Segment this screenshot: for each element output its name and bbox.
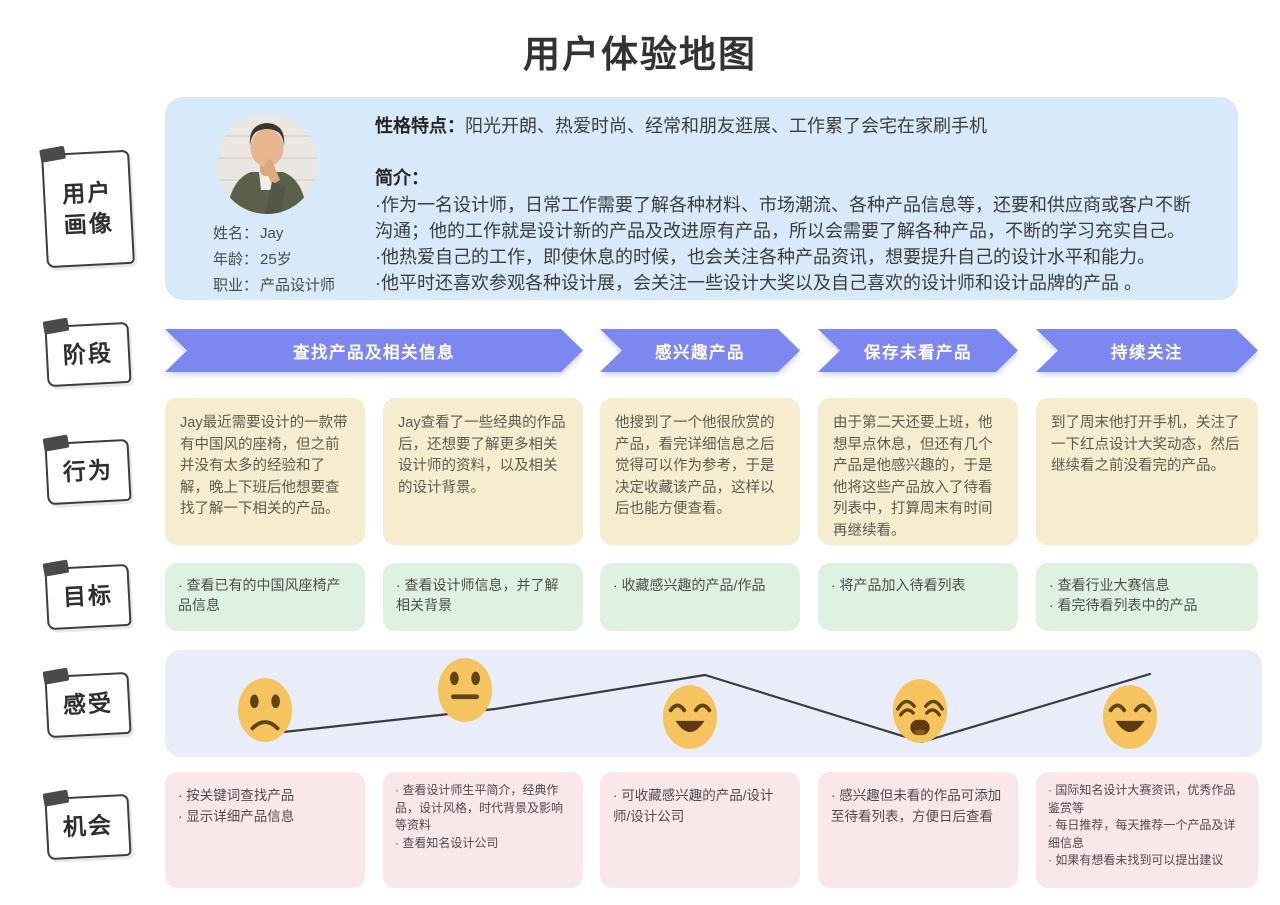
- mood-line-chart: [263, 672, 1152, 744]
- sticky-tab-icon: [39, 145, 67, 163]
- goal-card-3: · 收藏感兴趣的产品/作品: [600, 563, 800, 631]
- behavior-card-4: 由于第二天还要上班，他想早点休息，但还有几个产品是他感兴趣的，于是他将这些产品放…: [818, 398, 1018, 545]
- behavior-text: Jay最近需要设计的一款带有中国风的座椅，但之前并没有太多的经验和了解，晚上下班…: [180, 415, 348, 517]
- sticky-tab-icon: [42, 317, 70, 335]
- goal-item: · 将产品加入待看列表: [831, 577, 966, 593]
- persona-age-row: 年龄：25岁: [213, 247, 335, 273]
- row-label-feeling: 感受: [42, 667, 132, 739]
- row-label-opportunity: 机会: [42, 789, 132, 861]
- sticky-tab-icon: [42, 667, 70, 685]
- row-label-persona: 用户画像: [39, 145, 135, 269]
- persona-name-label: 姓名：: [213, 225, 259, 242]
- persona-traits-text: 阳光开朗、热爱时尚、经常和朋友逛展、工作累了会宅在家刷手机: [465, 116, 987, 136]
- behavior-card-1: Jay最近需要设计的一款带有中国风的座椅，但之前并没有太多的经验和了解，晚上下班…: [165, 398, 365, 545]
- sticky-tab-icon: [42, 559, 70, 577]
- sticky-tab-icon: [42, 789, 70, 807]
- persona-job-value: 产品设计师: [260, 277, 336, 294]
- opportunity-item: · 每日推荐，每天推荐一个产品及详细信息: [1048, 818, 1236, 850]
- opportunity-item: · 可收藏感兴趣的产品/设计师/设计公司: [613, 788, 774, 824]
- persona-traits-label: 性格特点：: [375, 116, 465, 136]
- goal-item: · 收藏感兴趣的产品/作品: [613, 577, 766, 593]
- opportunity-item: · 按关键词查找产品: [178, 788, 295, 803]
- opportunity-card-1: · 按关键词查找产品 · 显示详细产品信息: [165, 772, 365, 888]
- persona-age-label: 年龄：: [213, 251, 259, 268]
- row-label-goal-text: 目标: [62, 582, 114, 611]
- frowning-face-icon: [237, 678, 293, 742]
- expressionless-face-icon: [437, 658, 493, 722]
- smiling-face-icon: [1102, 685, 1158, 749]
- goal-card-1: · 查看已有的中国风座椅产品信息: [165, 563, 365, 631]
- behavior-card-5: 到了周末他打开手机，关注了一下红点设计大奖动态，然后继续看之前没看完的产品。: [1036, 398, 1258, 545]
- row-label-behavior-text: 行为: [62, 457, 114, 486]
- goal-card-5: · 查看行业大赛信息 · 看完待看列表中的产品: [1036, 563, 1258, 631]
- persona-name-row: 姓名：Jay: [213, 221, 335, 247]
- smiling-face-icon: [662, 685, 718, 749]
- page-title: 用户体验地图: [523, 34, 757, 75]
- stage-arrow-find-products: 查找产品及相关信息: [165, 329, 583, 372]
- sticky-tab-icon: [42, 434, 70, 452]
- persona-basic-info: 姓名：Jay 年龄：25岁 职业：产品设计师: [213, 221, 335, 299]
- row-label-opportunity-text: 机会: [62, 812, 114, 841]
- stage-arrow-keep-following: 持续关注: [1036, 329, 1258, 372]
- persona-card: [165, 97, 1238, 300]
- behavior-card-2: Jay查看了一些经典的作品后，还想要了解更多相关设计师的资料，以及相关的设计背景…: [383, 398, 583, 545]
- persona-age-value: 25岁: [260, 251, 292, 268]
- goal-card-4: · 将产品加入待看列表: [818, 563, 1018, 631]
- stage-arrow-label: 保存未看产品: [864, 343, 972, 362]
- opportunity-card-5: · 国际知名设计大赛资讯，优秀作品鉴赏等 · 每日推荐，每天推荐一个产品及详细信…: [1036, 772, 1258, 888]
- opportunity-item: · 如果有想看未找到可以提出建议: [1048, 853, 1224, 867]
- stage-arrow-label: 持续关注: [1111, 343, 1183, 362]
- stage-arrow-interested: 感兴趣产品: [600, 329, 800, 372]
- behavior-text: 到了周末他打开手机，关注了一下红点设计大奖动态，然后继续看之前没看完的产品。: [1051, 415, 1240, 474]
- opportunity-item: · 感兴趣但未看的作品可添加至待看列表，方便日后查看: [831, 788, 1002, 824]
- avatar-photo-illustration: [217, 114, 317, 214]
- stage-arrow-save-unseen: 保存未看产品: [818, 329, 1018, 372]
- persona-description: 性格特点：阳光开朗、热爱时尚、经常和朋友逛展、工作累了会宅在家刷手机 简介： ·…: [375, 112, 1205, 296]
- row-label-feeling-text: 感受: [62, 690, 114, 719]
- behavior-text: 他搜到了一个他很欣赏的产品，看完详细信息之后觉得可以作为参考，于是决定收藏该产品…: [615, 415, 775, 517]
- persona-traits: 性格特点：阳光开朗、热爱时尚、经常和朋友逛展、工作累了会宅在家刷手机: [375, 112, 1205, 140]
- goal-item: · 查看已有的中国风座椅产品信息: [178, 577, 341, 613]
- behavior-text: Jay查看了一些经典的作品后，还想要了解更多相关设计师的资料，以及相关的设计背景…: [398, 415, 566, 496]
- behavior-text: 由于第二天还要上班，他想早点休息，但还有几个产品是他感兴趣的，于是他将这些产品放…: [833, 415, 993, 539]
- persona-job-row: 职业：产品设计师: [213, 273, 335, 299]
- behavior-card-3: 他搜到了一个他很欣赏的产品，看完详细信息之后觉得可以作为参考，于是决定收藏该产品…: [600, 398, 800, 545]
- opportunity-card-4: · 感兴趣但未看的作品可添加至待看列表，方便日后查看: [818, 772, 1018, 888]
- persona-intro-label: 简介：: [375, 168, 429, 188]
- row-label-persona-text: 用户画像: [61, 178, 115, 239]
- feelings-band: [165, 650, 1262, 757]
- opportunity-card-2: · 查看设计师生平简介，经典作品，设计风格，时代背景及影响等资料 · 查看知名设…: [383, 772, 583, 888]
- persona-name-value: Jay: [260, 225, 284, 242]
- opportunity-item: · 查看设计师生平简介，经典作品，设计风格，时代背景及影响等资料: [395, 783, 564, 832]
- opportunity-card-3: · 可收藏感兴趣的产品/设计师/设计公司: [600, 772, 800, 888]
- goal-item: · 查看行业大赛信息: [1049, 577, 1170, 593]
- row-label-stage: 阶段: [42, 317, 132, 388]
- opportunity-item: · 显示详细产品信息: [178, 809, 295, 824]
- row-label-stage-text: 阶段: [62, 339, 114, 369]
- persona-intro-item: ·作为一名设计师，日常工作需要了解各种材料、市场潮流、各种产品信息等，还要和供应…: [375, 195, 1191, 241]
- goal-item: · 看完待看列表中的产品: [1049, 597, 1198, 613]
- stage-arrow-label: 感兴趣产品: [655, 343, 745, 362]
- weary-face-icon: [892, 679, 948, 743]
- row-label-goal: 目标: [42, 559, 132, 631]
- opportunity-item: · 查看知名设计公司: [395, 835, 499, 850]
- goal-item: · 查看设计师信息，并了解相关背景: [396, 577, 559, 613]
- persona-intro-item: ·他平时还喜欢参观各种设计展，会关注一些设计大奖以及自己喜欢的设计师和设计品牌的…: [375, 273, 1142, 293]
- persona-job-label: 职业：: [213, 277, 259, 294]
- row-label-behavior: 行为: [42, 434, 132, 506]
- persona-intro-item: ·他热爱自己的工作，即使休息的时候，也会关注各种产品资讯，想要提升自己的设计水平…: [375, 247, 1155, 267]
- opportunity-item: · 国际知名设计大赛资讯，优秀作品鉴赏等: [1048, 783, 1236, 815]
- avatar: [217, 114, 317, 214]
- goal-card-2: · 查看设计师信息，并了解相关背景: [383, 563, 583, 631]
- stage-arrow-label: 查找产品及相关信息: [293, 343, 455, 362]
